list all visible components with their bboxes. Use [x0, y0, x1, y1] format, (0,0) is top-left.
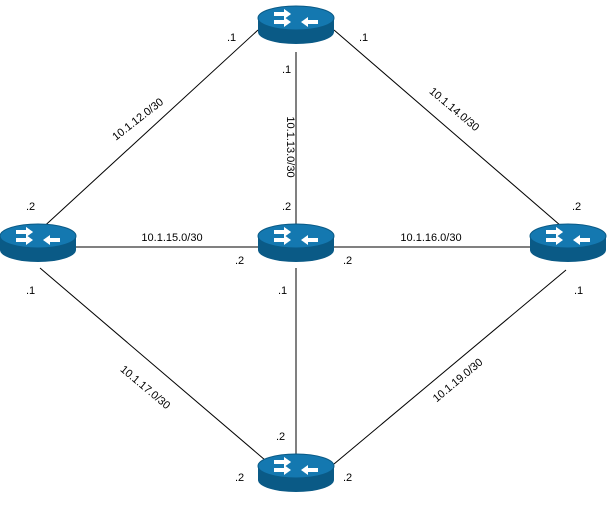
links: [37, 29, 569, 465]
link-right-bottom: [333, 269, 567, 465]
router-left[interactable]: [0, 223, 77, 263]
router-top[interactable]: [257, 5, 335, 45]
subnet-label-top-right: 10.1.14.0/30: [427, 85, 482, 134]
subnet-label-left-bottom: 10.1.17.0/30: [118, 363, 173, 412]
addr-top-right-router-top: .1: [359, 32, 368, 44]
addr-top-center-router-top: .1: [282, 64, 291, 76]
subnet-label-top-center: 10.1.13.0/30: [284, 116, 296, 177]
addr-top-right-router-right: .2: [572, 201, 581, 213]
router-right[interactable]: [529, 223, 607, 263]
addr-center-bottom-router-center: .1: [278, 285, 287, 297]
link-top-left: [37, 29, 259, 233]
addr-left-center-router-center: .2: [235, 255, 244, 267]
addr-top-left-router-left: .2: [26, 201, 35, 213]
addr-top-center-router-center: .2: [282, 201, 291, 213]
link-left-bottom: [39, 267, 266, 461]
subnet-label-left-center: 10.1.15.0/30: [141, 232, 202, 244]
subnet-label-right-bottom: 10.1.19.0/30: [431, 356, 486, 405]
addr-left-bottom-router-bottom: .2: [235, 472, 244, 484]
addr-center-right-router-center: .2: [343, 255, 352, 267]
addr-center-bottom-router-bottom: .2: [276, 431, 285, 443]
router-bottom[interactable]: [257, 453, 335, 493]
addr-top-left-router-top: .1: [227, 32, 236, 44]
subnet-label-top-left: 10.1.12.0/30: [110, 96, 166, 143]
router-center[interactable]: [257, 223, 335, 263]
link-top-right: [333, 29, 569, 233]
addr-right-bottom-router-bottom: .2: [343, 472, 352, 484]
addr-left-bottom-router-left: .1: [26, 285, 35, 297]
addr-right-bottom-router-right: .1: [574, 285, 583, 297]
subnet-label-center-right: 10.1.16.0/30: [400, 232, 461, 244]
